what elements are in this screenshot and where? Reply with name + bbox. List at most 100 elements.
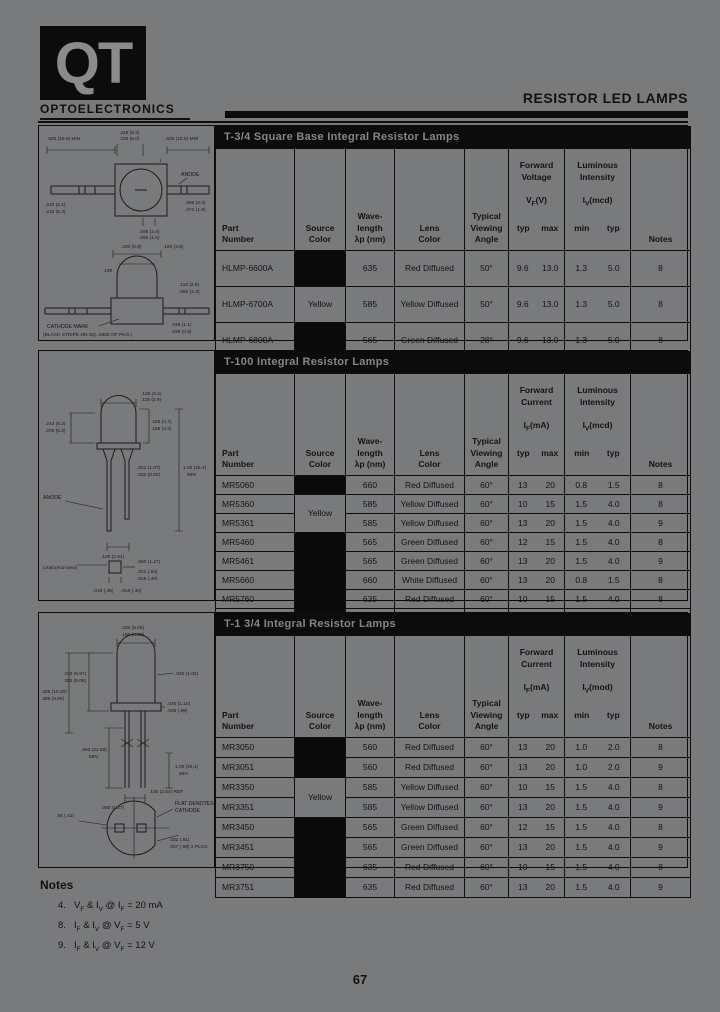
header-row: Part Number Source Color Wave- length λp…	[215, 635, 692, 738]
forward-max-cell: 20	[536, 550, 565, 571]
wavelength-cell: 560	[345, 736, 395, 758]
header-rule-thin	[38, 121, 688, 123]
forward-typ-cell: 9.6	[508, 249, 537, 287]
dim-label: .027 (.69) 2 PLCS	[169, 844, 207, 850]
wavelength-cell: 635	[345, 249, 395, 287]
source-color-cell	[294, 816, 346, 898]
luminous-min-cell: 1.5	[564, 512, 598, 533]
page-title: RESISTOR LED LAMPS	[522, 90, 688, 106]
page-number: 67	[352, 972, 368, 987]
dim-label: .125 (3.2)	[141, 391, 162, 397]
notes-cell: 8	[630, 474, 692, 495]
source-color-cell	[294, 736, 346, 778]
viewing-angle-cell: 60°	[464, 756, 509, 778]
forward-max-cell: 20	[536, 736, 565, 758]
spec-table-t100: Part Number Source Color Wave- length λp…	[215, 373, 692, 628]
part-number-cell: HLMP-6600A	[215, 249, 295, 287]
wavelength-cell: 635	[345, 588, 395, 609]
header-rule-thick	[225, 111, 688, 118]
part-number-cell: MR3350	[215, 776, 295, 798]
wavelength-cell: 660	[345, 569, 395, 590]
dim-label: .045 (1.1)	[171, 322, 192, 328]
luminous-min-cell: 1.5	[564, 531, 598, 552]
forward-max-cell: 15	[536, 531, 565, 552]
wavelength-cell: 565	[345, 836, 395, 858]
dim-label: .200 (5.08)	[121, 625, 145, 631]
col-notes: Notes	[630, 635, 692, 738]
viewing-angle-cell: 60°	[464, 474, 509, 495]
lead-endview-label: Lead (end view)	[43, 565, 78, 571]
dim-label: .405 (10.30)	[41, 689, 67, 695]
viewing-angle-cell: 50°	[464, 249, 509, 287]
source-color-cell: Yellow	[294, 285, 346, 323]
luminous-min-cell: 1.5	[564, 836, 598, 858]
note-number: 9.	[58, 939, 66, 951]
lens-color-cell: Green Diffused	[394, 550, 465, 571]
dim-label: .035 (0.9)	[171, 329, 192, 335]
forward-typ-cell: 13	[508, 756, 537, 778]
notes-cell: 8	[630, 816, 692, 838]
forward-typ-cell: 13	[508, 836, 537, 858]
dim-label: .065 (1.6)	[139, 235, 160, 241]
part-number-cell: MR5460	[215, 531, 295, 552]
wavelength-cell: 585	[345, 776, 395, 798]
viewing-angle-cell: 60°	[464, 816, 509, 838]
lens-color-cell: Red Diffused	[394, 736, 465, 758]
notes-section: Notes 4. VF & IV @ IF = 20 mA 8. IF & IV…	[40, 878, 163, 960]
luminous-min-cell: 1.5	[564, 588, 598, 609]
brand-name: OPTOELECTRONICS	[40, 102, 190, 120]
dim-label: .035 (.89)	[167, 708, 188, 714]
col-source-color: Source Color	[294, 373, 346, 476]
dim-label: .040 (1.02)	[175, 671, 199, 677]
table-title-t100: T-100 Integral Resistor Lamps	[215, 351, 692, 373]
dim-label: .385 (9.80)	[41, 696, 65, 702]
note-item: 4. VF & IV @ IF = 20 mA	[58, 900, 163, 913]
lens-color-cell: Yellow Diffused	[394, 285, 465, 323]
t34-table-area: T-3/4 Square Base Integral Resistor Lamp…	[214, 126, 692, 359]
dim-label: .110 (2.8)	[179, 282, 200, 288]
lens-color-cell: White Diffused	[394, 569, 465, 590]
luminous-typ-cell: 1.5	[597, 474, 632, 495]
dim-label: .050 (1.27)	[101, 805, 125, 811]
viewing-angle-cell: 60°	[464, 512, 509, 533]
col-lens-color: Lens Color	[394, 373, 465, 476]
forward-typ-cell: 10	[508, 493, 537, 514]
part-number-cell: MR5360	[215, 493, 295, 514]
luminous-min-cell: 1.3	[564, 285, 598, 323]
note-item: 9. IF & IV @ VF = 12 V	[58, 940, 163, 953]
dim-label: .018 (.45)	[93, 588, 114, 594]
luminous-typ-cell: 4.0	[597, 493, 632, 514]
section-t100: .125 (3.2) .115 (2.9) .244 (6.2) .205 (5…	[38, 350, 692, 628]
part-number-cell: MR5660	[215, 569, 295, 590]
forward-typ-cell: 10	[508, 856, 537, 878]
lens-color-cell: Red Diffused	[394, 588, 465, 609]
dim-label: .032 (.81)	[169, 837, 190, 843]
forward-max-cell: 13.0	[536, 249, 565, 287]
part-number-cell: MR5060	[215, 474, 295, 495]
lens-color-cell: Green Diffused	[394, 531, 465, 552]
viewing-angle-cell: 60°	[464, 736, 509, 758]
viewing-angle-cell: 60°	[464, 531, 509, 552]
lens-color-cell: Green Diffused	[394, 836, 465, 858]
luminous-typ-cell: 4.0	[597, 588, 632, 609]
dim-label: 1.00 (25.4)	[183, 465, 207, 471]
forward-max-cell: 20	[536, 756, 565, 778]
col-wavelength: Wave- length λp (nm)	[345, 148, 395, 251]
luminous-min-cell: 1.5	[564, 876, 598, 898]
wavelength-cell: 565	[345, 531, 395, 552]
flat-cathode-label2: CATHODE	[175, 808, 201, 814]
luminous-min-cell: 1.3	[564, 249, 598, 287]
col-notes: Notes	[630, 373, 692, 476]
notes-cell: 8	[630, 736, 692, 758]
notes-cell: 8	[630, 569, 692, 590]
viewing-angle-cell: 60°	[464, 550, 509, 571]
notes-cell: 8	[630, 285, 692, 323]
package-diagram-t34: .625 (15.9) MIN .245 (6.2) .235 (6.0) .6…	[39, 126, 214, 340]
col-part-number: Part Number	[215, 373, 295, 476]
